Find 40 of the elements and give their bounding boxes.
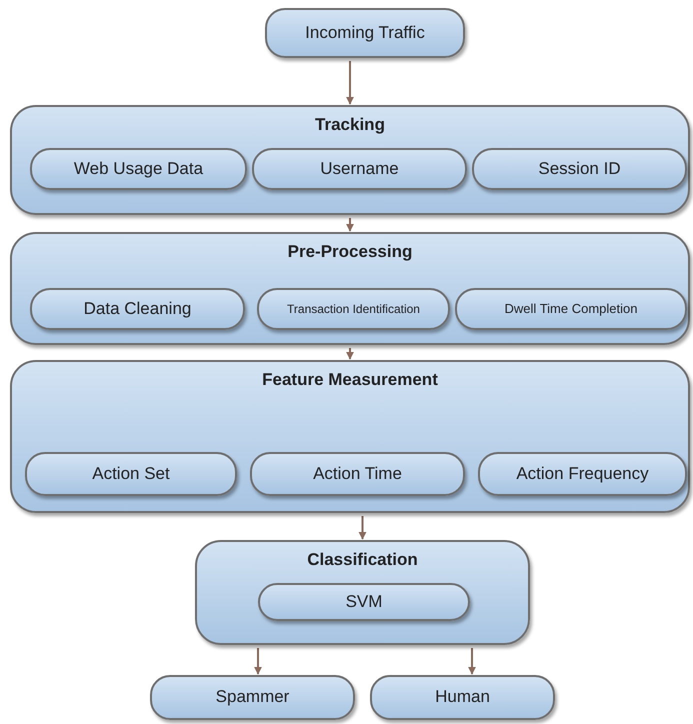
arrow: [346, 348, 354, 360]
arrow: [468, 648, 476, 675]
process-box: [265, 8, 465, 58]
stage-title: Tracking: [314, 115, 386, 135]
step-box: [258, 583, 470, 621]
step-box: [472, 148, 687, 190]
arrow: [346, 61, 354, 105]
stage-title: Pre-Processing: [286, 242, 414, 262]
node-label: Human: [434, 687, 491, 708]
node-label: SVM: [344, 592, 384, 612]
node-label: Data Cleaning: [82, 298, 192, 319]
step-box: [30, 148, 247, 190]
node-label: Web Usage Data: [72, 158, 204, 179]
step-box: [478, 452, 687, 496]
node-label: Session ID: [537, 158, 622, 179]
node-label: Action Frequency: [515, 464, 650, 484]
node-label: Action Time: [312, 464, 403, 484]
node-label: Dwell Time Completion: [504, 301, 638, 316]
arrow: [346, 218, 354, 232]
node-label: Action Set: [91, 464, 171, 484]
arrow: [254, 648, 262, 675]
stage-panel: [195, 540, 530, 645]
step-box: [250, 452, 465, 496]
node-label: Incoming Traffic: [304, 22, 426, 43]
node-label: Spammer: [214, 687, 290, 708]
process-box: [370, 675, 555, 720]
stage-title: Feature Measurement: [261, 370, 439, 390]
stage-title: Classification: [306, 550, 419, 570]
node-label: Username: [319, 158, 400, 179]
stage-panel: [10, 232, 690, 345]
step-box: [252, 148, 467, 190]
node-label: Transaction Identification: [286, 302, 421, 316]
step-box: [455, 288, 687, 330]
step-box: [25, 452, 237, 496]
step-box: [30, 288, 245, 330]
step-box: [257, 288, 450, 330]
process-box: [150, 675, 355, 720]
stage-panel: [10, 360, 690, 513]
arrow: [358, 516, 366, 540]
stage-panel: [10, 105, 690, 215]
